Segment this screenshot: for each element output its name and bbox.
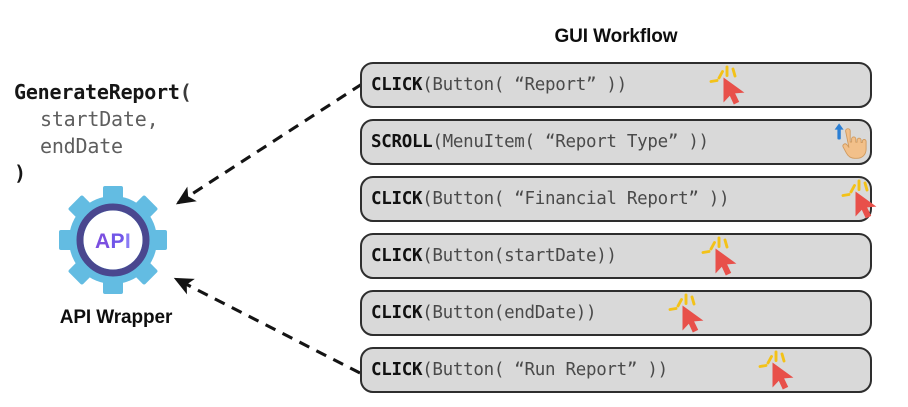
click-cursor-icon: [840, 178, 884, 220]
click-cursor-icon: [667, 292, 711, 334]
workflow-step-args: (Button(startDate)): [422, 246, 617, 266]
gui-workflow-title: GUI Workflow: [554, 26, 678, 47]
workflow-step-text: CLICK(Button( “Report” )): [371, 75, 627, 95]
arrow-gui-to-api-top: [175, 82, 363, 205]
workflow-step-verb: CLICK: [371, 246, 423, 266]
workflow-step[interactable]: SCROLL(MenuItem( “Report Type” )): [360, 119, 872, 165]
api-param-end-date: endDate: [40, 134, 123, 158]
workflow-step-text: CLICK(Button(endDate)): [371, 303, 597, 323]
workflow-step[interactable]: CLICK(Button( “Report” )): [360, 62, 872, 108]
workflow-step-args: (Button(endDate)): [422, 303, 597, 323]
workflow-step-text: CLICK(Button(startDate)): [371, 246, 617, 266]
api-param-start-date: startDate,: [40, 107, 159, 131]
workflow-step-verb: SCROLL: [371, 132, 433, 152]
api-gear-icon: API: [59, 186, 167, 294]
click-cursor-icon: [708, 64, 752, 106]
api-wrapper-label: API Wrapper: [59, 307, 173, 328]
workflow-step-args: (MenuItem( “Report Type” )): [432, 132, 709, 152]
workflow-step-verb: CLICK: [371, 360, 423, 380]
api-function-name: GenerateReport: [14, 80, 180, 104]
workflow-step[interactable]: CLICK(Button(startDate)): [360, 233, 872, 279]
workflow-step-verb: CLICK: [371, 189, 423, 209]
workflow-step-args: (Button( “Financial Report” )): [422, 189, 730, 209]
workflow-step[interactable]: CLICK(Button( “Financial Report” )): [360, 176, 877, 222]
api-open-paren: (: [179, 80, 192, 104]
workflow-step[interactable]: CLICK(Button( “Run Report” )): [360, 347, 872, 393]
api-close-paren: ): [14, 161, 26, 185]
arrow-gui-to-api-bottom: [173, 277, 361, 375]
workflow-step-verb: CLICK: [371, 75, 423, 95]
workflow-step-text: CLICK(Button( “Financial Report” )): [371, 189, 730, 209]
workflow-step-text: SCROLL(MenuItem( “Report Type” )): [371, 132, 709, 152]
workflow-step-args: (Button( “Report” )): [422, 75, 627, 95]
workflow-step-text: CLICK(Button( “Run Report” )): [371, 360, 668, 380]
workflow-step-verb: CLICK: [371, 303, 423, 323]
workflow-step[interactable]: CLICK(Button(endDate)): [360, 290, 872, 336]
click-cursor-icon: [757, 349, 801, 391]
scroll-hand-icon: [825, 121, 869, 163]
api-signature-block: GenerateReport( startDate, endDate): [14, 79, 192, 187]
click-cursor-icon: [700, 235, 744, 277]
workflow-step-args: (Button( “Run Report” )): [422, 360, 668, 380]
svg-text:API: API: [95, 230, 131, 253]
gui-workflow-list: CLICK(Button( “Report” )) SCROLL(MenuIte…: [360, 62, 877, 404]
